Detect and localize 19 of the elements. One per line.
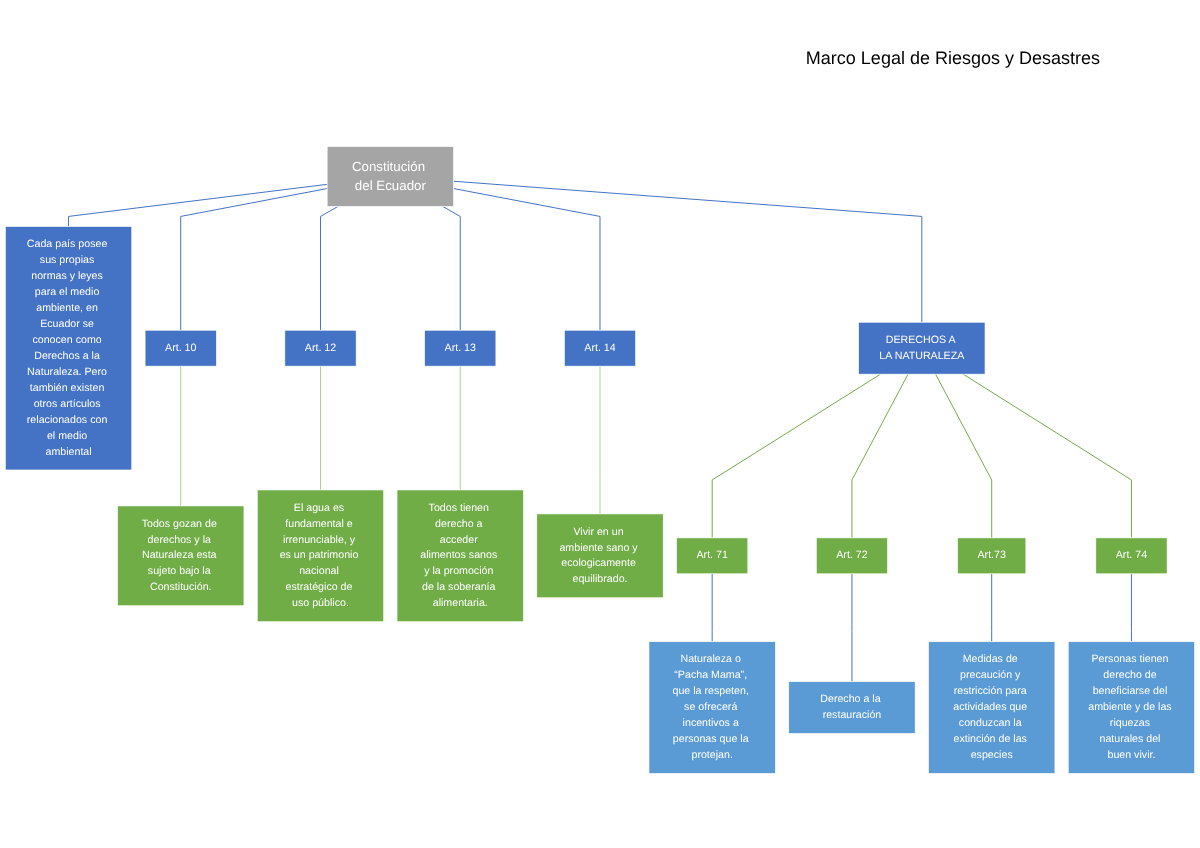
connector [180,188,328,331]
connector [442,205,461,331]
connector [1130,573,1132,643]
connector [711,573,713,643]
connector [459,365,461,491]
connector [320,205,339,331]
connector [453,180,923,323]
connector [180,365,182,507]
connector [935,373,993,539]
connector [711,373,882,539]
header-text: Marco Legal de Riesgos y Desastres [805,48,1100,68]
connector [851,573,853,683]
connector [962,373,1132,539]
connector [320,365,321,491]
connector [991,573,993,643]
connector [453,188,601,331]
connector [68,183,328,227]
connector [599,365,601,515]
connector [851,373,909,539]
